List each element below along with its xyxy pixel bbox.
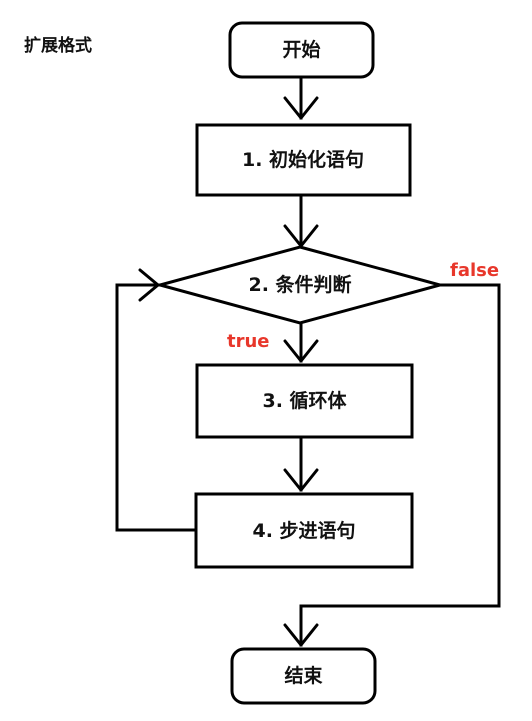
condition-node: 2. 条件判断 [154, 245, 446, 325]
arrow-start-to-init [283, 75, 319, 120]
false-branch-label: false [450, 260, 499, 281]
arrow-condition-to-body [283, 321, 319, 363]
arrow-false-to-end [283, 283, 501, 647]
body-node-label: 3. 循环体 [262, 389, 347, 412]
true-branch-label: true [227, 331, 270, 352]
step-node: 4. 步进语句 [194, 492, 414, 569]
end-node: 结束 [230, 647, 377, 705]
start-node-label: 开始 [282, 38, 320, 61]
arrow-init-to-condition [283, 193, 319, 248]
condition-node-label: 2. 条件判断 [248, 273, 351, 296]
step-node-label: 4. 步进语句 [252, 519, 355, 542]
end-node-label: 结束 [284, 664, 323, 687]
body-node: 3. 循环体 [195, 363, 414, 439]
init-node-label: 1. 初始化语句 [242, 148, 364, 171]
arrow-loop-back [115, 268, 198, 532]
arrow-body-to-step [283, 435, 319, 492]
diagram-title: 扩展格式 [24, 35, 92, 56]
start-node: 开始 [228, 21, 375, 79]
init-node: 1. 初始化语句 [195, 123, 412, 197]
